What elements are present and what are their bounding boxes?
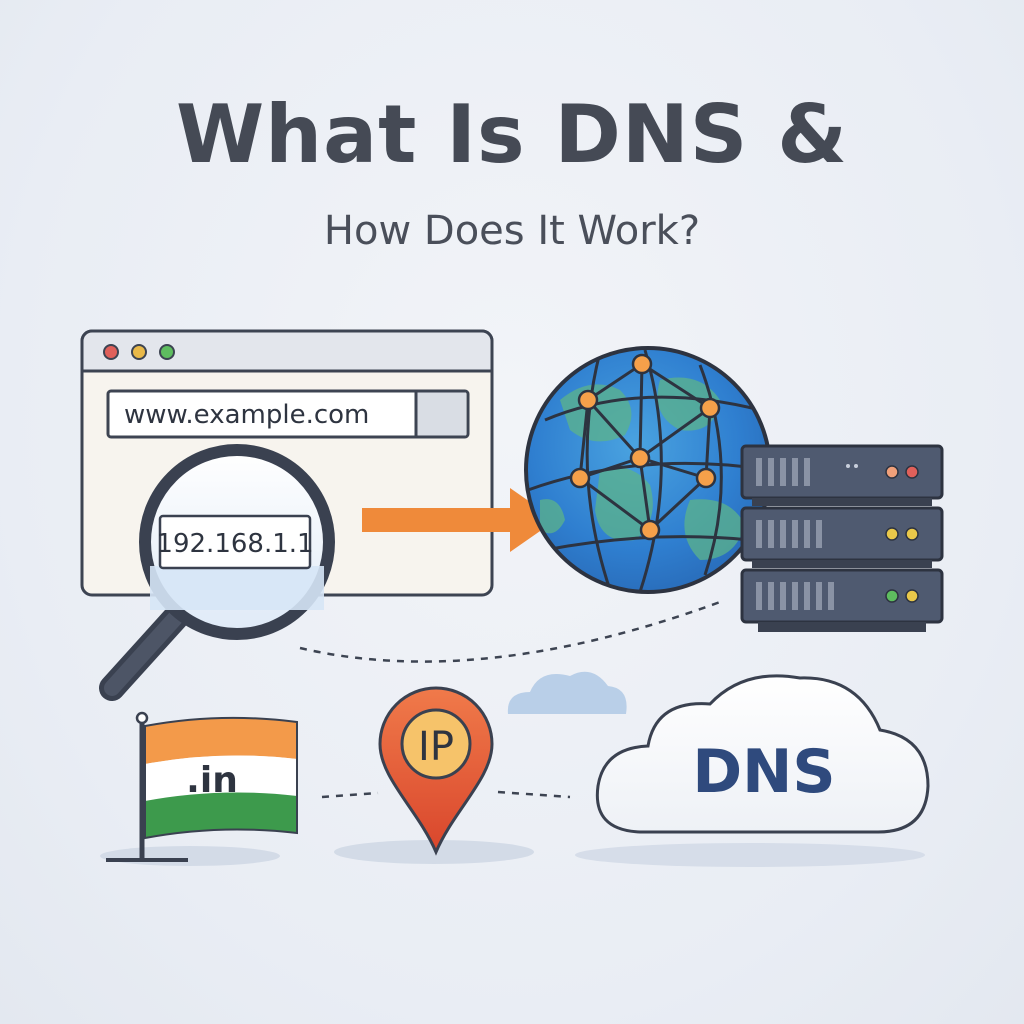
window-minimize-dot[interactable]	[131, 344, 147, 360]
url-text[interactable]: www.example.com	[124, 400, 369, 430]
server-unit	[740, 506, 944, 562]
network-node	[629, 447, 651, 469]
ip-address-text: 192.168.1.1	[156, 529, 313, 559]
dns-label: DNS	[692, 737, 835, 807]
flag-label: .in	[186, 760, 238, 801]
globe-icon	[524, 346, 772, 594]
arrow-icon	[362, 488, 556, 552]
ip-address-box: 192.168.1.1	[156, 514, 314, 570]
window-maximize-dot[interactable]	[159, 344, 175, 360]
pin-label: IP	[418, 724, 454, 770]
network-node	[569, 467, 591, 489]
location-pin-icon: IP	[378, 686, 494, 856]
connector-lines	[299, 600, 721, 799]
page-title: What Is DNS &	[175, 88, 849, 181]
dns-cloud-icon: DNS	[595, 674, 930, 834]
server-unit	[740, 568, 944, 624]
network-node	[695, 467, 717, 489]
page-subtitle: How Does It Work?	[323, 208, 701, 254]
flag-icon: .in	[106, 711, 298, 862]
url-bar[interactable]: www.example.com	[106, 389, 470, 439]
magnifier-icon: 192.168.1.1	[99, 444, 335, 701]
window-close-dot[interactable]	[103, 344, 119, 360]
network-node	[577, 389, 599, 411]
network-node	[631, 353, 653, 375]
server-unit	[740, 444, 944, 500]
network-node	[639, 519, 661, 541]
server-rack-icon	[740, 444, 944, 632]
small-cloud-icon	[507, 671, 627, 714]
network-node	[699, 397, 721, 419]
